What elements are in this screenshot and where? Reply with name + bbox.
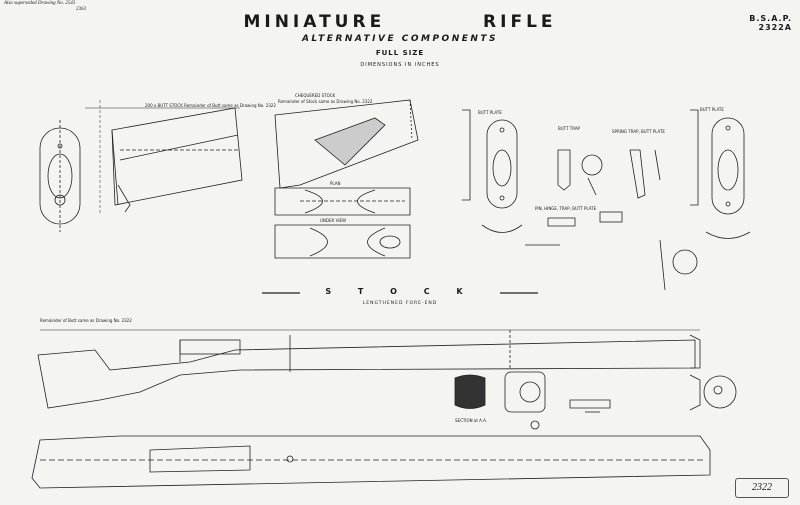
label-spring-trap: SPRING TRAP, BUTT PLATE [612, 129, 665, 134]
label-section-aa: SECTION at A.A. [455, 418, 488, 423]
supersede-note-line-1: Also superseded Drawing No. 2543 [4, 1, 76, 6]
butt-end-view [39, 120, 81, 232]
units-note: DIMENSIONS IN INCHES [360, 62, 440, 68]
label-butt-note: 200 x BUTT STOCK Remainder of Butt same … [145, 103, 276, 108]
stock-heading: S T O C K [325, 287, 475, 296]
scale-note: FULL SIZE [375, 49, 425, 57]
butt-trap-drawing [557, 149, 603, 196]
under-view [274, 224, 411, 259]
round-detail-right [689, 374, 737, 411]
label-chequered-stock: CHEQUERED STOCK [295, 93, 336, 98]
reference-line-2: 2322A [758, 23, 792, 32]
plan-view [274, 187, 411, 216]
drawing-number-stamp: 2322 [735, 478, 789, 498]
label-plan: PLAN [330, 181, 341, 186]
butt-plate-right-drawing [690, 109, 751, 239]
title-word-miniature: MINIATURE [243, 12, 386, 32]
drawing-reference: B.S.A.P. 2322A [749, 14, 792, 32]
spring-trap-drawing [629, 149, 661, 199]
label-stock-note: Remainder of Butt same as Drawing No. 23… [40, 318, 132, 323]
drawing-subtitle: ALTERNATIVE COMPONENTS [301, 34, 499, 44]
label-butt-trap: BUTT TRAP [558, 126, 580, 131]
supersede-note-line-2: 2363 [76, 7, 86, 12]
label-pin-hinge: PIN, HINGE, TRAP, BUTT PLATE [535, 206, 597, 211]
chequered-stock-view [274, 99, 419, 189]
title-word-rifle: RIFLE [483, 12, 557, 32]
label-under-view: UNDER VIEW [320, 218, 346, 223]
stock-subheading: LENGTHENED FORE-END [362, 301, 438, 306]
full-stock-side-view [37, 329, 701, 409]
section-details [454, 371, 611, 430]
label-butt-plate: BUTT PLATE [478, 110, 502, 115]
drawing-title: MINIATURE RIFLE [0, 12, 800, 32]
supersede-note: Also superseded Drawing No. 2543 2363 [4, 1, 86, 13]
butt-stock-side-view [85, 100, 243, 215]
label-chequered-note: Remainder of Stock same as Drawing No. 2… [278, 99, 373, 104]
label-butt-plate-right: BUTT PLATE [700, 107, 724, 112]
reference-line-1: B.S.A.P. [749, 14, 792, 23]
trap-detail-right [659, 239, 698, 291]
full-stock-under-view [31, 435, 711, 489]
pin-hinge-detail [525, 211, 623, 246]
butt-plate-drawing [462, 109, 523, 233]
